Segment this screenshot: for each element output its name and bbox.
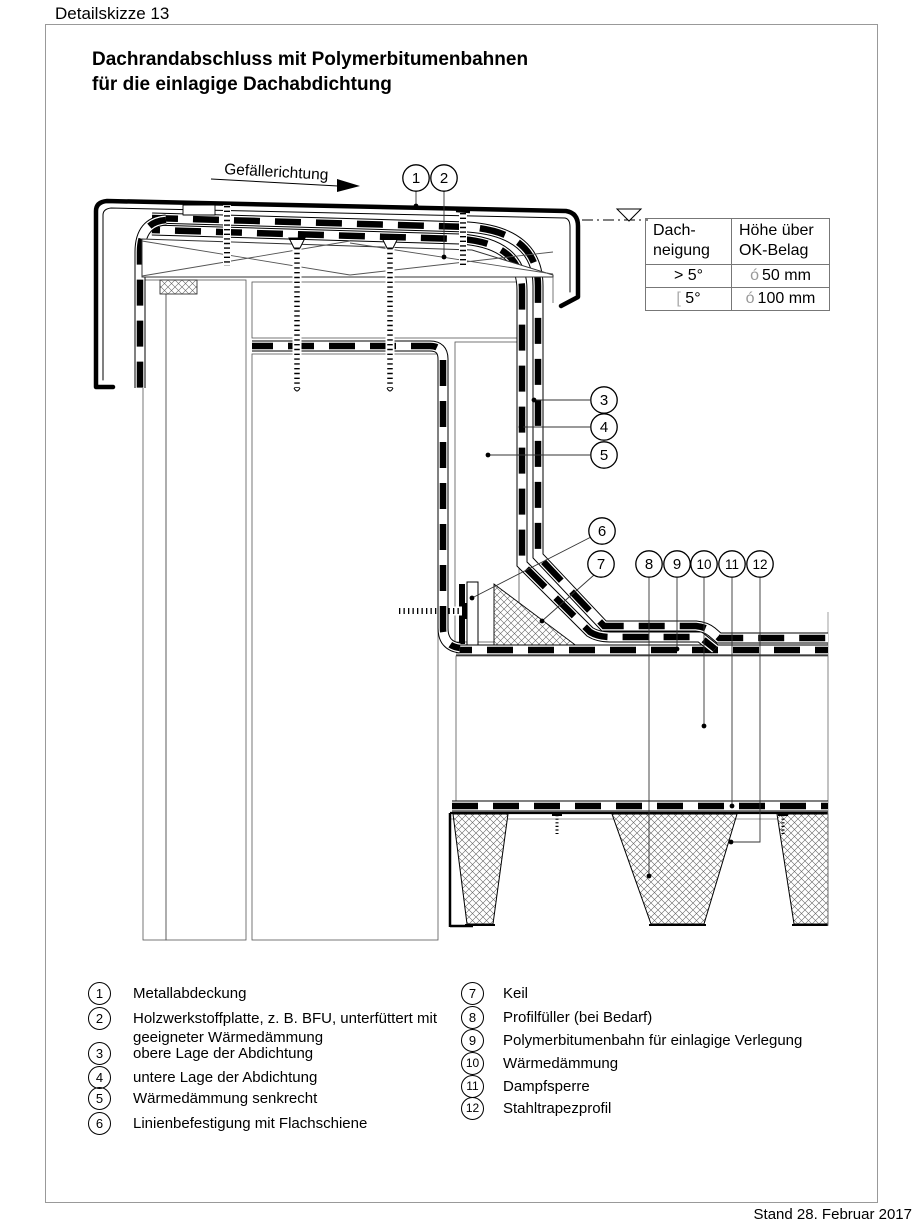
profile-filler [452,813,509,925]
svg-text:11: 11 [725,557,739,572]
legend-circle: 10 [461,1052,484,1075]
legend-circle: 12 [461,1097,484,1120]
legend-circle: 1 [88,982,111,1005]
svg-text:3: 3 [600,392,608,409]
svg-text:12: 12 [752,557,767,572]
callout-4: 4 [590,413,618,441]
col-hoehe-header: Höhe über OK-Belag [739,222,814,259]
wall-section [142,279,520,941]
svg-text:6: 6 [598,523,606,540]
callout-3: 3 [590,386,618,414]
slope-label: Gefällerichtung [224,161,329,184]
svg-text:1: 1 [412,170,420,187]
title-line-2: für die einlagige Dachabdichtung [92,74,392,95]
coping-clip [182,204,216,216]
legend-circle: 9 [461,1029,484,1052]
callout-2: 2 [430,164,458,192]
level-triangle-icon [615,208,643,222]
edge-insulation-block [159,279,198,295]
profile-filler [611,813,738,925]
legend-circle: 6 [88,1112,111,1135]
svg-text:8: 8 [645,556,653,573]
coping-screw [220,202,234,268]
steel-deck [448,612,829,928]
metal-coping [93,198,581,390]
legend-circle: 3 [88,1042,111,1065]
svg-text:7: 7 [597,556,605,573]
board-screw [381,237,399,392]
page-frame [45,24,878,1203]
legend-circle: 7 [461,982,484,1005]
callout-6: 6 [588,517,616,545]
deck-screw [552,814,562,834]
wall-outer-hatch-strip [142,279,167,941]
wall-insulation-band [165,279,247,941]
wall-membrane [252,346,460,648]
col-dachneigung-header: Dach- neigung [646,219,732,264]
svg-text:9: 9 [673,556,681,573]
svg-text:4: 4 [600,419,608,436]
svg-text:5: 5 [600,447,608,464]
roof-insulation [455,655,829,803]
profile-filler [776,813,829,925]
wood-board [141,238,554,303]
callout-8: 8 [635,550,663,578]
underlay-insulation-band [251,281,518,339]
page-label: Detailskizze 13 [55,4,170,23]
leader-dots [413,203,735,879]
wall-masonry-hatch [251,353,439,941]
legend-circle: 4 [88,1066,111,1089]
lower-sealing-layer [152,230,715,649]
drawing-title: Dachrandabschluss mit Polymerbitumenbahn… [92,47,528,97]
callout-7: 7 [587,550,615,578]
svg-text:10: 10 [696,557,711,572]
table-header-row: Dach- neigung Höhe über OK-Belag [646,219,829,265]
leader-lines [415,191,761,876]
callout-10: 10 [690,550,718,578]
legend-circle: 8 [461,1006,484,1029]
legend-circle: 2 [88,1007,111,1030]
callout-5: 5 [590,441,618,469]
legend-circle: 11 [461,1075,484,1098]
roof-section [448,612,829,928]
svg-text:2: 2 [440,170,448,187]
legend-circle: 5 [88,1087,111,1110]
callout-1: 1 [402,164,430,192]
detail-drawing-svg: Gefällerichtung 1 2 3 4 5 6 [93,161,870,941]
coping-screw [455,209,471,268]
callout-11: 11 [718,550,746,578]
revision-date: Stand 28. Februar 2017 [753,1206,912,1223]
title-line-1: Dachrandabschluss mit Polymerbitumenbahn… [92,49,529,70]
slope-direction: Gefällerichtung [210,161,360,192]
callout-9: 9 [663,550,691,578]
board-screw [288,237,306,392]
arrow-icon [337,179,360,192]
callout-12: 12 [746,550,774,578]
deck-screw [778,814,788,834]
level-reference [582,208,648,222]
